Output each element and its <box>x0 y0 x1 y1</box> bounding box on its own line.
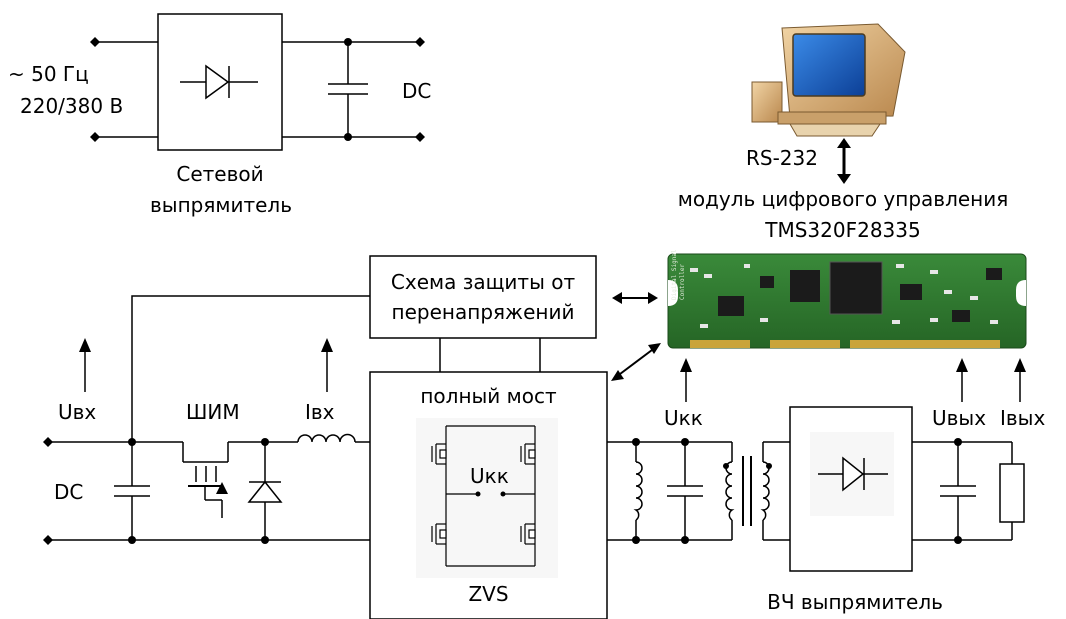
controller-caption-1: модуль цифрового управления <box>648 187 1038 211</box>
controller-caption-2: TMS320F28335 <box>648 218 1038 242</box>
mains-rectifier-caption-1: Сетевой <box>160 162 280 186</box>
hf-rectifier-diode-icon <box>810 432 894 516</box>
rs232-arrow-icon <box>837 138 851 184</box>
input-terminals <box>43 437 53 545</box>
input-dc-label: DC <box>54 480 83 504</box>
svg-text:Controller: Controller <box>679 263 686 300</box>
pwm-arrow-icon <box>216 482 228 494</box>
uout-label: Uвых <box>932 406 986 430</box>
load-resistor-icon <box>1000 442 1024 540</box>
resonant-inductor-icon <box>636 442 642 540</box>
pc-icon <box>752 24 905 136</box>
pwm-transistor-icon <box>183 442 228 518</box>
dc-capacitor-icon <box>328 42 368 137</box>
protection-title-1: Схема защиты от <box>370 268 596 296</box>
ukk-label: Uкк <box>664 406 703 430</box>
input-capacitor-icon <box>114 442 150 540</box>
bridge-ukk-label: Uкк <box>470 464 509 488</box>
ac-frequency-label: ~ 50 Гц <box>8 62 89 86</box>
iin-label: Iвх <box>305 400 335 424</box>
freewheel-diode-icon <box>249 442 281 540</box>
uin-label: Uвх <box>58 400 96 424</box>
pwm-label: ШИМ <box>186 400 240 424</box>
rs232-label: RS-232 <box>746 146 818 170</box>
hf-rectifier-caption: ВЧ выпрямитель <box>740 590 970 614</box>
resonant-capacitor-icon <box>667 442 703 540</box>
controller-board-image: Digital Signal Controller <box>668 249 1026 348</box>
protection-title-2: перенапряжений <box>370 298 596 326</box>
iout-label: Iвых <box>1000 406 1045 430</box>
mains-rectifier-caption-2: выпрямитель <box>150 193 290 217</box>
svg-text:Digital Signal: Digital Signal <box>671 249 678 300</box>
bridge-title: полный мост <box>370 384 607 408</box>
transformer-icon <box>726 442 769 540</box>
mains-rectifier <box>95 14 420 150</box>
output-capacitor-icon <box>940 442 976 540</box>
full-bridge-schematic <box>416 418 558 578</box>
control-link-arrows <box>611 292 661 381</box>
mains-dc-label: DC <box>402 79 431 103</box>
bridge-zvs-label: ZVS <box>370 582 607 606</box>
input-inductor-icon <box>298 435 355 442</box>
ac-voltage-label: 220/380 В <box>20 94 123 118</box>
